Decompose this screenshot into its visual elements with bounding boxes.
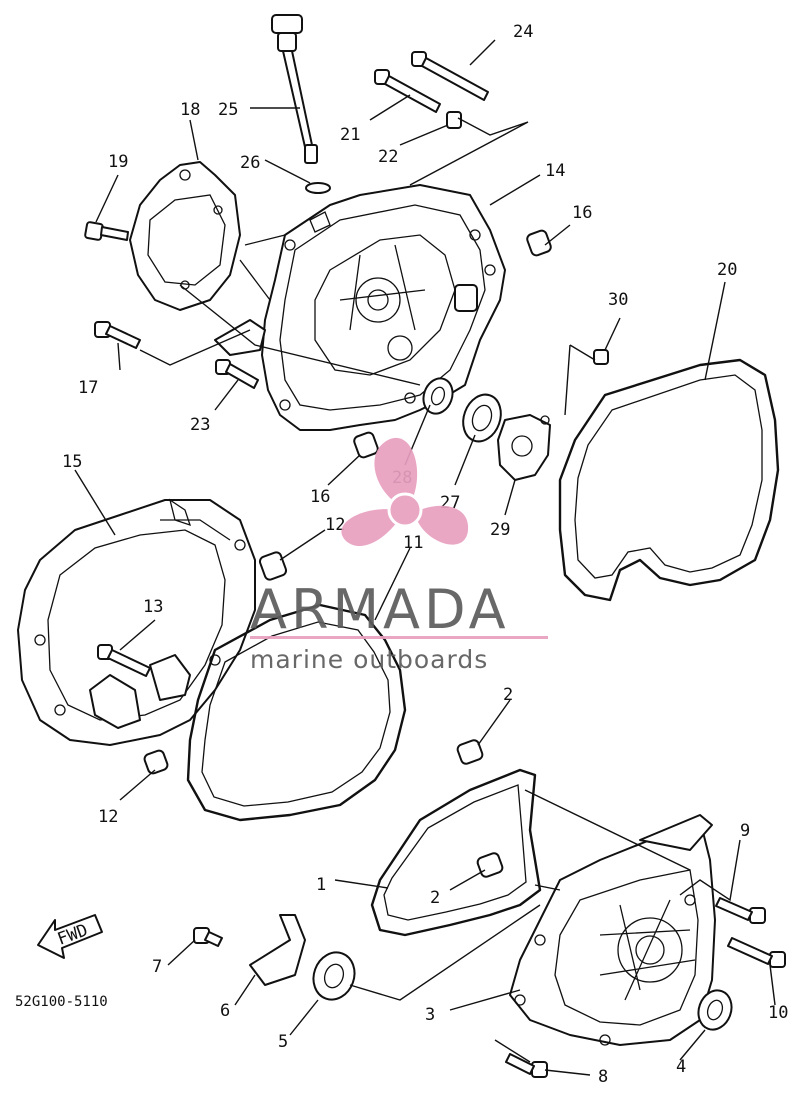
armada-watermark: ARMADA marine outboards	[250, 437, 548, 674]
lower-small-parts	[193, 739, 786, 1078]
callout-26: 26	[240, 153, 260, 173]
callout-3: 3	[425, 1005, 435, 1025]
callout-4: 4	[676, 1057, 686, 1077]
callout-11: 11	[403, 533, 423, 553]
leader-lines	[74, 39, 776, 1076]
callout-6: 6	[220, 1001, 230, 1021]
callout-17: 17	[78, 378, 98, 398]
callout-2a: 2	[503, 685, 513, 705]
watermark-tagline: marine outboards	[250, 645, 488, 674]
cover-plate	[129, 161, 241, 311]
callout-19: 19	[108, 152, 128, 172]
fwd-arrow-icon: FWD	[37, 914, 103, 959]
callout-18: 18	[180, 100, 200, 120]
callout-5: 5	[278, 1032, 288, 1052]
callout-22: 22	[378, 147, 398, 167]
gasket-11	[186, 603, 407, 822]
watermark-underline	[250, 636, 548, 639]
dowel-pins-16	[353, 229, 552, 459]
callout-12b: 12	[98, 807, 118, 827]
callout-8: 8	[598, 1067, 608, 1087]
callout-14: 14	[545, 161, 565, 181]
callout-16a: 16	[572, 203, 592, 223]
callout-30: 30	[608, 290, 628, 310]
callout-16b: 16	[310, 487, 330, 507]
callout-13: 13	[143, 597, 163, 617]
callout-9: 9	[740, 821, 750, 841]
crankcase-cover-upper	[214, 184, 506, 431]
bolts-upper	[84, 51, 489, 389]
callout-1: 1	[316, 875, 326, 895]
fwd-label: FWD	[55, 920, 91, 949]
callout-12a: 12	[325, 515, 345, 535]
callout-25: 25	[218, 100, 238, 120]
gasket-1	[370, 768, 542, 937]
callout-24: 24	[513, 22, 533, 42]
crankcase-left	[17, 498, 288, 775]
callout-20: 20	[717, 260, 737, 280]
callout-15: 15	[62, 452, 82, 472]
callout-21: 21	[340, 125, 360, 145]
watermark-brand: ARMADA	[250, 578, 510, 641]
callout-23: 23	[190, 415, 210, 435]
o-ring	[305, 182, 331, 194]
propeller-logo-icon	[341, 437, 469, 547]
callout-2b: 2	[430, 888, 440, 908]
crankcase-cover-lower	[509, 814, 716, 1046]
callout-10: 10	[768, 1003, 788, 1023]
dipstick	[271, 14, 318, 164]
callout-7: 7	[152, 957, 162, 977]
part-code: 52G100-5110	[15, 994, 108, 1010]
callout-29: 29	[490, 520, 510, 540]
gasket-20	[558, 358, 780, 602]
seals-bearing	[422, 349, 609, 481]
